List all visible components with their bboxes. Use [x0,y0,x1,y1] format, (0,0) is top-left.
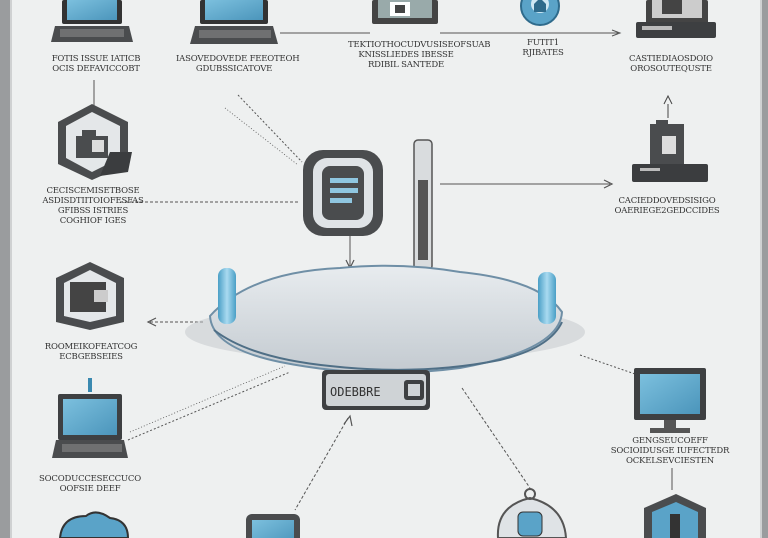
arrowhead [146,317,157,327]
label-line: ROOMEIKOFEATCOG [44,342,138,352]
label-line: FUTIT1 [527,38,559,48]
server-rack-icon [632,94,708,182]
label-line: OCKELSEVCIESTEN [625,456,715,466]
label-left-bottom: SOCODUCCESECCUCO OOFSIE DEEF [34,474,146,494]
label-line: GENGSEUCOEFF [632,436,708,446]
label-line: OAERIEGE2GEDCCIDES [614,206,720,216]
label-line: CACIEDDOVEDSISIGO [618,196,716,206]
label-line: IASOVEDOVEDE FEEOTEOH [176,54,300,64]
label-right-low: GENGSEUCOEFF SOCIOIDUSGE IUFECTEDR OCKEL… [606,436,734,466]
connection-lines [93,29,673,511]
label-line: COGHIOF IGES [59,216,127,226]
connection-line [461,387,531,489]
desktop-computer-icon [372,0,438,24]
label-line: GDUBSSICATOVE [195,64,273,74]
access-point-icon [303,150,383,236]
label-line: KNISSLIEDES IBESSE [358,50,454,60]
arrowhead [343,414,353,427]
connection-line [127,371,291,441]
label-top-center: TEKTIOTHOCUDVUSISEOFSUAB KNISSLIEDES IBE… [348,40,491,70]
label-line: ASDISDTIITOIOFESFAS [42,196,144,206]
connection-line [224,107,299,166]
label-left-low: ROOMEIKOFEATCOG ECBGEBSEIES [36,342,146,362]
connection-line [294,417,349,511]
label-line: RDIBIL SANTEDE [367,60,445,70]
label-line: RJIBATES [522,48,564,58]
label-line: SOCODUCCESECCUCO [39,474,141,484]
label-line: OOFSIE DEEF [59,484,121,494]
label-top-left-1: FOTIS ISSUE IATICB OCIS DEFAVICCOBT [38,54,154,74]
home-network-icon [58,104,132,180]
arrowhead [603,179,614,189]
label-line: TEKTIOTHOCUDVUSISEOFSUAB [348,40,491,50]
connection-line [237,94,303,163]
label-right-mid: CACIEDDOVEDSISIGO OAERIEGE2GEDCCIDES [612,196,722,216]
server-icon [636,0,716,38]
router-display-text: ODEBBRE [330,385,381,399]
laptop-icon [190,0,278,44]
router-icon: ODEBBRE [185,264,585,410]
label-line: CECISCEMISETBOSE [46,186,140,196]
firewall-icon [56,262,124,330]
label-line: OROSOUTEQUSTE [630,64,712,74]
cloud-globe-icon [520,0,560,26]
monitor-icon [634,368,706,433]
label-line: ECBGEBSEIES [59,352,123,362]
cloud-icon [58,511,130,538]
label-top-right: CASTIEDIAOSDOIO OROSOUTEQUSTE [618,54,724,74]
tablet-icon [246,514,300,538]
label-left-mid: CECISCEMISETBOSE ASDISDTIITOIOFESFAS GFI… [34,186,152,226]
laptop-icon [51,0,133,42]
label-line: SOCIOIDUSGE IUFECTEDR [610,446,730,456]
label-line: GFIBSS ISTRIES [57,206,129,216]
connection-line [129,365,286,433]
security-device-icon [644,494,706,538]
label-top-left-2: IASOVEDOVEDE FEEOTEOH GDUBSSICATOVE [176,54,300,74]
label-line: CASTIEDIAOSDOIO [629,54,713,64]
antenna-icon [413,139,433,271]
label-line: OCIS DEFAVICCOBT [52,64,140,74]
smart-device-icon [496,488,568,538]
connection-line [579,354,639,376]
arrowhead [611,29,622,37]
laptop-icon [52,378,128,458]
label-line: FOTIS ISSUE IATICB [51,54,141,64]
label-top-center-right: FUTIT1 RJIBATES [508,38,578,58]
